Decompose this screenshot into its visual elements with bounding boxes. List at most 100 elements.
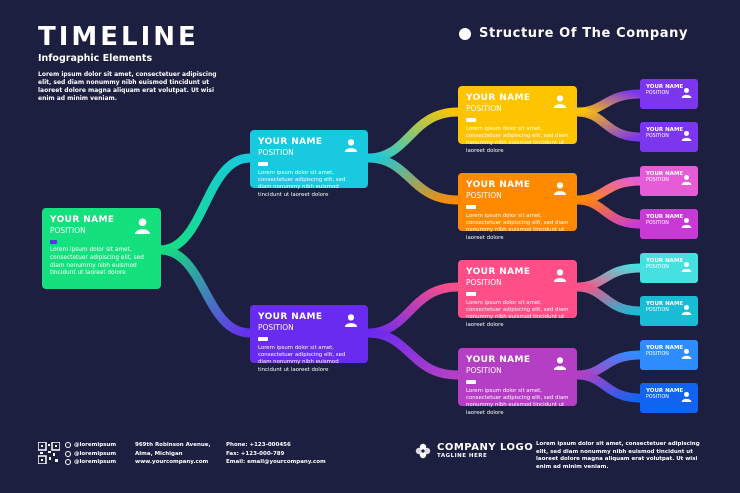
card-position: POSITION (646, 265, 669, 270)
social-handle[interactable]: @loremipsum (74, 450, 117, 457)
email-link[interactable]: Email: email@yourcompany.com (226, 459, 326, 465)
card-name: YOUR NAME (646, 127, 684, 133)
card-position: POSITION (646, 91, 669, 96)
website-link[interactable]: www.yourcompany.com (135, 459, 209, 465)
card-description: Lorem ipsum dolor sit amet, consectetuer… (50, 247, 144, 277)
user-icon (681, 130, 692, 141)
structure-title: Structure Of The Company (479, 26, 689, 41)
card-accent-bar (50, 240, 57, 244)
card-description: Lorem ipsum dolor sit amet, consectetuer… (258, 170, 346, 198)
user-icon (134, 217, 151, 234)
card-position: POSITION (466, 366, 502, 375)
card-name: YOUR NAME (646, 84, 684, 90)
level2-card-1: YOUR NAME POSITION Lorem ipsum dolor sit… (458, 86, 577, 154)
level2-card-2: YOUR NAME POSITION Lorem ipsum dolor sit… (458, 173, 577, 241)
phone-text: Phone: +123-000456 (226, 442, 291, 448)
intro-text: Lorem ipsum dolor sit amet, consectetuer… (38, 71, 217, 102)
card-position: POSITION (466, 104, 502, 113)
level3-card-6: YOUR NAME POSITION (640, 296, 698, 326)
level3-card-8: YOUR NAME POSITION (640, 383, 698, 413)
card-accent-bar (466, 118, 476, 122)
social-handle[interactable]: @loremipsum (74, 442, 117, 448)
qr-code-icon (37, 441, 61, 465)
card-name: YOUR NAME (646, 345, 684, 351)
user-icon (681, 174, 692, 185)
page-title: TIMELINE (38, 22, 199, 52)
card-position: POSITION (466, 191, 502, 200)
logo-tagline: TAGLINE HERE (437, 453, 488, 459)
card-name: YOUR NAME (258, 137, 323, 147)
card-name: YOUR NAME (50, 215, 115, 225)
bullet-dot-icon (459, 27, 471, 40)
instagram-icon (65, 442, 71, 449)
card-position: POSITION (646, 178, 669, 183)
card-name: YOUR NAME (466, 355, 531, 365)
level1-card-bottom: YOUR NAME POSITION Lorem ipsum dolor sit… (250, 305, 368, 373)
level2-card-4: YOUR NAME POSITION Lorem ipsum dolor sit… (458, 348, 577, 416)
company-logo: COMPANY LOGO TAGLINE HERE (415, 442, 533, 459)
level3-card-3: YOUR NAME POSITION (640, 166, 698, 196)
user-icon (681, 304, 692, 315)
user-icon (681, 348, 692, 359)
card-name: YOUR NAME (258, 312, 323, 322)
card-position: POSITION (258, 323, 294, 332)
level3-card-4: YOUR NAME POSITION (640, 209, 698, 239)
card-name: YOUR NAME (646, 214, 684, 220)
card-accent-bar (466, 292, 476, 296)
card-name: YOUR NAME (646, 171, 684, 177)
card-name: YOUR NAME (646, 388, 684, 394)
fax-text: Fax: +123-000-789 (226, 450, 285, 457)
address-line: Alma, Michigan (135, 450, 183, 457)
card-name: YOUR NAME (466, 180, 531, 190)
card-position: POSITION (646, 134, 669, 139)
logo-title: COMPANY LOGO (437, 442, 534, 453)
card-description: Lorem ipsum dolor sit amet, consectetuer… (466, 300, 569, 328)
twitter-icon (65, 450, 71, 457)
card-position: POSITION (646, 308, 669, 313)
card-position: POSITION (646, 352, 669, 357)
card-description: Lorem ipsum dolor sit amet, consectetuer… (466, 126, 569, 154)
social-handles: @loremipsum @loremipsum @loremipsum (65, 441, 116, 467)
card-name: YOUR NAME (466, 93, 531, 103)
card-accent-bar (258, 162, 268, 166)
contact-block: Phone: +123-000456 Fax: +123-000-789 Ema… (226, 441, 326, 467)
footer-text: Lorem ipsum dolor sit amet, consectetuer… (536, 441, 700, 470)
user-icon (681, 217, 692, 228)
user-icon (344, 313, 358, 327)
user-icon (553, 94, 567, 108)
card-accent-bar (466, 380, 476, 384)
card-description: Lorem ipsum dolor sit amet, consectetuer… (466, 388, 569, 416)
card-position: POSITION (258, 148, 294, 157)
level3-card-2: YOUR NAME POSITION (640, 122, 698, 152)
user-icon (344, 138, 358, 152)
user-icon (681, 87, 692, 98)
card-position: POSITION (50, 226, 86, 235)
level2-card-3: YOUR NAME POSITION Lorem ipsum dolor sit… (458, 260, 577, 328)
level3-card-7: YOUR NAME POSITION (640, 340, 698, 370)
address-block: 969th Robinson Avenue, Alma, Michigan ww… (135, 441, 211, 467)
page-subtitle: Infographic Elements (38, 53, 153, 64)
user-icon (681, 261, 692, 272)
card-position: POSITION (466, 278, 502, 287)
card-name: YOUR NAME (466, 267, 531, 277)
card-position: POSITION (646, 395, 669, 400)
card-name: YOUR NAME (646, 301, 684, 307)
user-icon (553, 181, 567, 195)
social-handle[interactable]: @loremipsum (74, 459, 117, 465)
card-position: POSITION (646, 221, 669, 226)
card-description: Lorem ipsum dolor sit amet, consectetuer… (258, 345, 346, 373)
logo-icon (415, 443, 431, 459)
level3-card-5: YOUR NAME POSITION (640, 253, 698, 283)
card-accent-bar (466, 205, 476, 209)
level3-card-1: YOUR NAME POSITION (640, 79, 698, 109)
structure-heading: Structure Of The Company (459, 26, 688, 41)
level1-card-top: YOUR NAME POSITION Lorem ipsum dolor sit… (250, 130, 368, 198)
card-accent-bar (258, 337, 268, 341)
card-description: Lorem ipsum dolor sit amet, consectetuer… (466, 213, 569, 241)
card-name: YOUR NAME (646, 258, 684, 264)
address-line: 969th Robinson Avenue, (135, 442, 211, 448)
user-icon (681, 391, 692, 402)
root-card: YOUR NAME POSITION Lorem ipsum dolor sit… (42, 208, 161, 289)
facebook-icon (65, 459, 71, 466)
